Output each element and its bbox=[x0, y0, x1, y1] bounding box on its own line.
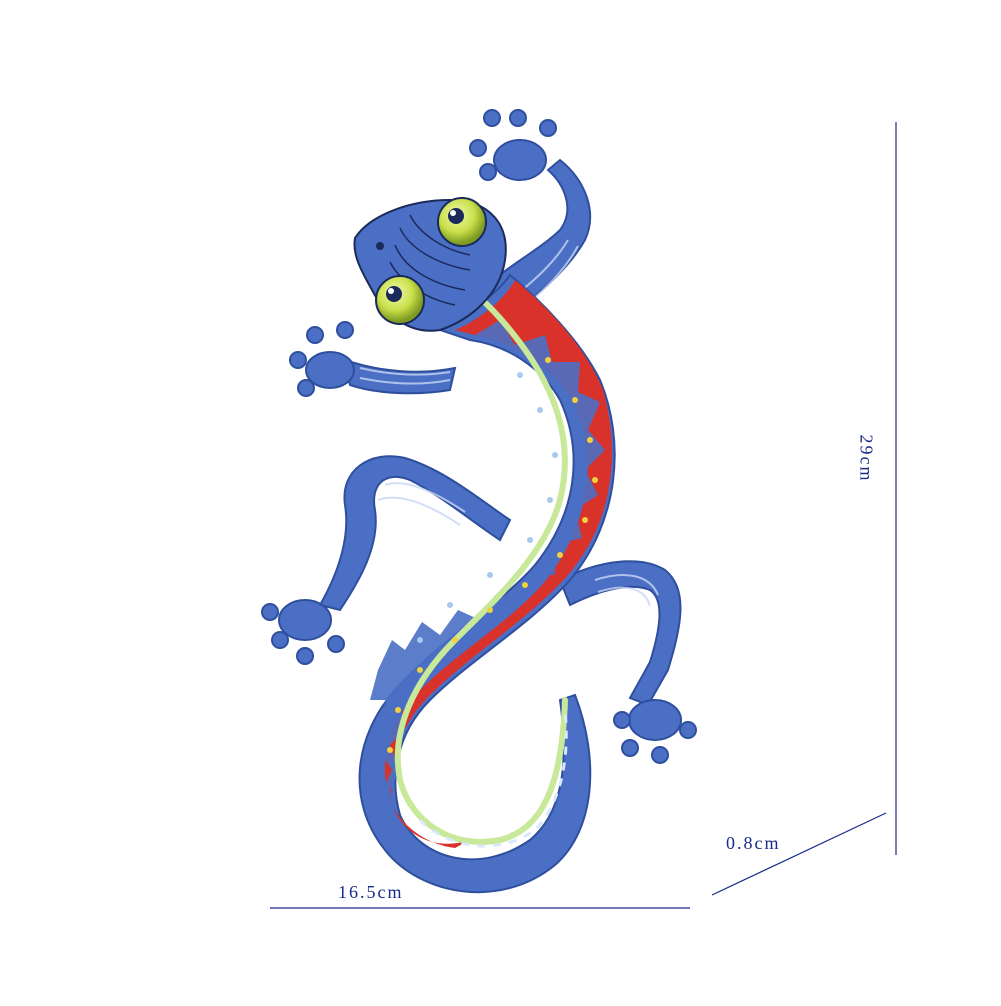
gecko-red-stripe bbox=[384, 280, 612, 848]
depth-dimension-label: 0.8cm bbox=[726, 833, 781, 853]
gecko-dots bbox=[387, 357, 598, 753]
depth-dimension-line bbox=[711, 812, 887, 896]
nostril bbox=[376, 242, 384, 250]
gecko-feet bbox=[261, 109, 697, 764]
leg-stripes bbox=[359, 239, 659, 607]
gecko-green-line bbox=[362, 235, 568, 845]
gecko-tail-dashes bbox=[418, 709, 568, 848]
gecko-eye-upper bbox=[437, 197, 487, 247]
dimension-lines bbox=[270, 122, 897, 909]
gecko-legs bbox=[318, 158, 682, 707]
width-dimension-label: 16.5cm bbox=[338, 882, 404, 902]
gecko-eye-lower bbox=[375, 275, 425, 325]
height-dimension-label: 29cm bbox=[856, 434, 877, 483]
gecko-blue-band bbox=[370, 320, 605, 812]
